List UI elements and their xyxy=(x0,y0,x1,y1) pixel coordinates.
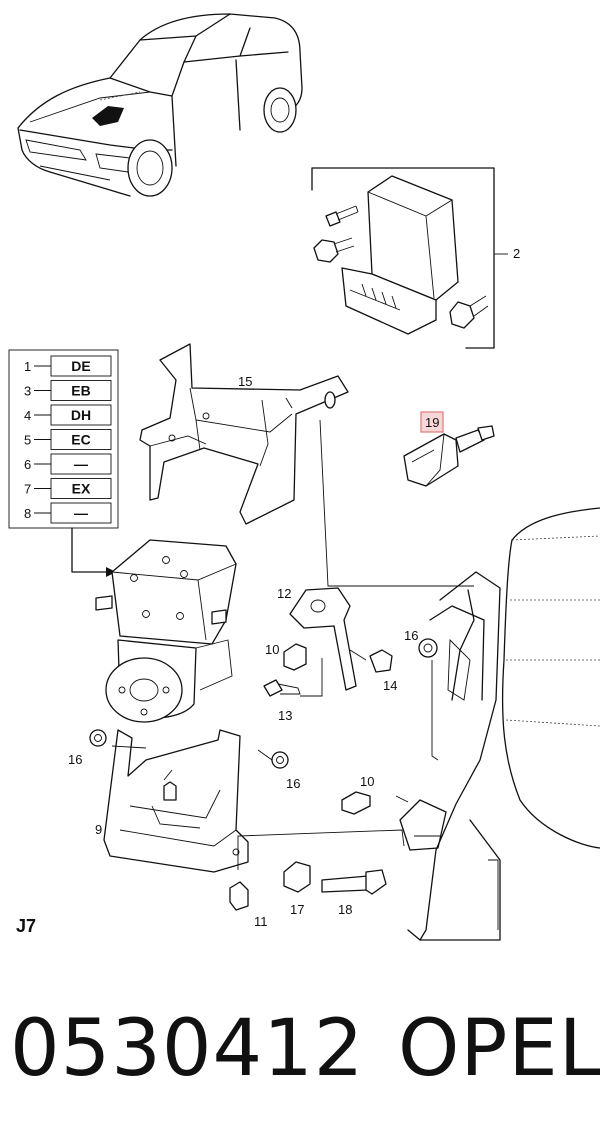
pressure-switch-part-19 xyxy=(403,425,495,487)
callout-labels: 2 15 19 12 10 16 14 13 16 16 10 9 17 18 … xyxy=(68,246,520,929)
legend-code: EC xyxy=(71,432,90,448)
hydraulic-unit xyxy=(95,539,237,723)
legend-code: DE xyxy=(71,358,90,374)
clip-hole xyxy=(310,599,326,613)
legend-code: — xyxy=(74,505,88,521)
legend-code: EX xyxy=(72,481,91,497)
callout-13: 13 xyxy=(278,708,292,723)
legend-box: 1 DE 3 EB 4 DH 5 EC 6 — 7 EX 8 — xyxy=(8,349,119,529)
callout-14: 14 xyxy=(383,678,397,693)
nut-part-16-right xyxy=(418,638,438,658)
legend-number: 3 xyxy=(24,384,31,399)
callout-16-left: 16 xyxy=(68,752,82,767)
vehicle-body-section xyxy=(399,507,600,941)
clip-part-12 xyxy=(289,587,357,691)
callout-19: 19 xyxy=(425,415,439,430)
car-illustration xyxy=(17,13,303,197)
legend-number: 6 xyxy=(24,457,31,472)
callout-19-highlight xyxy=(420,411,444,433)
legend-number: 4 xyxy=(24,408,31,423)
bolt-part-18-head xyxy=(365,869,387,895)
nut-part-16-middle xyxy=(271,751,289,769)
callout-16-right: 16 xyxy=(404,628,418,643)
bolt-part-13-shank xyxy=(277,683,301,695)
legend-code: EB xyxy=(71,383,90,399)
bolt-part-11 xyxy=(229,881,249,911)
legend-code-box xyxy=(50,380,112,401)
callout-2: 2 xyxy=(513,246,520,261)
legend-number: 1 xyxy=(24,359,31,374)
nut-part-16-left xyxy=(89,729,107,747)
legend-code: — xyxy=(74,456,88,472)
brand-name: OPEL xyxy=(398,1004,600,1094)
callout-10-upper: 10 xyxy=(265,642,279,657)
legend-code-box xyxy=(50,478,112,499)
legend-leader-arrow-line xyxy=(71,527,115,573)
bracket-part-9 xyxy=(103,729,249,873)
callout-9: 9 xyxy=(95,822,102,837)
clip-part-14 xyxy=(369,649,393,673)
nut-part-10-lower xyxy=(341,791,371,815)
legend-code-box xyxy=(50,404,112,426)
callout-18: 18 xyxy=(338,902,352,917)
nut-part-17 xyxy=(283,861,311,893)
callout-12: 12 xyxy=(277,586,291,601)
callout-17: 17 xyxy=(290,902,304,917)
bracket-part-15 xyxy=(139,343,349,525)
legend-code: DH xyxy=(71,407,91,423)
callout-10-lower: 10 xyxy=(360,774,374,789)
leader-lines xyxy=(111,419,474,870)
bolt-part-13-head xyxy=(263,679,283,697)
nut-hole xyxy=(94,734,102,742)
legend-code-box xyxy=(50,429,112,450)
legend-code-box xyxy=(50,453,112,475)
nut-part-10-upper xyxy=(283,643,307,671)
legend-arrow-head xyxy=(106,567,116,577)
callout-15: 15 xyxy=(238,374,252,389)
legend-number: 7 xyxy=(24,482,31,497)
callout-16-middle: 16 xyxy=(286,776,300,791)
callout-11: 11 xyxy=(254,914,268,929)
legend-number: 8 xyxy=(24,506,31,521)
legend-code-box xyxy=(50,355,112,377)
part-number: 0530412 xyxy=(10,1004,365,1094)
control-module-group xyxy=(311,167,508,349)
legend-number: 5 xyxy=(24,433,31,448)
legend-code-box xyxy=(50,502,112,524)
nut-hole xyxy=(276,756,284,764)
bolt-part-18-shank xyxy=(321,875,369,893)
nut-hole xyxy=(423,643,433,653)
page-code: J7 xyxy=(16,916,37,936)
